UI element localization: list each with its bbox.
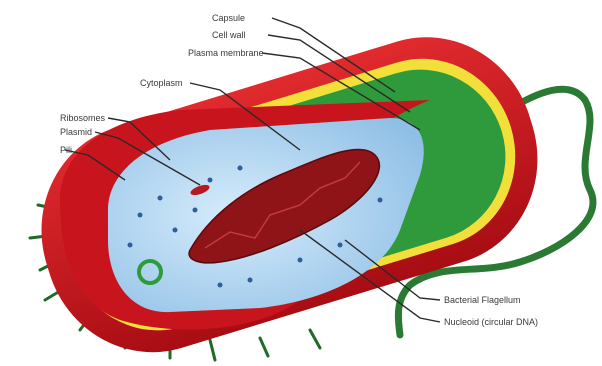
label-nucleoid: Nucleoid (circular DNA) bbox=[444, 317, 538, 327]
label-pili: Pili bbox=[60, 145, 72, 155]
label-ribosomes: Ribosomes bbox=[60, 113, 106, 123]
label-cytoplasm: Cytoplasm bbox=[140, 78, 183, 88]
label-cell-wall: Cell wall bbox=[212, 30, 246, 40]
label-flagellum: Bacterial Flagellum bbox=[444, 295, 521, 305]
label-plasmid: Plasmid bbox=[60, 127, 92, 137]
label-capsule: Capsule bbox=[212, 13, 245, 23]
label-plasma-membrane: Plasma membrane bbox=[188, 48, 264, 58]
